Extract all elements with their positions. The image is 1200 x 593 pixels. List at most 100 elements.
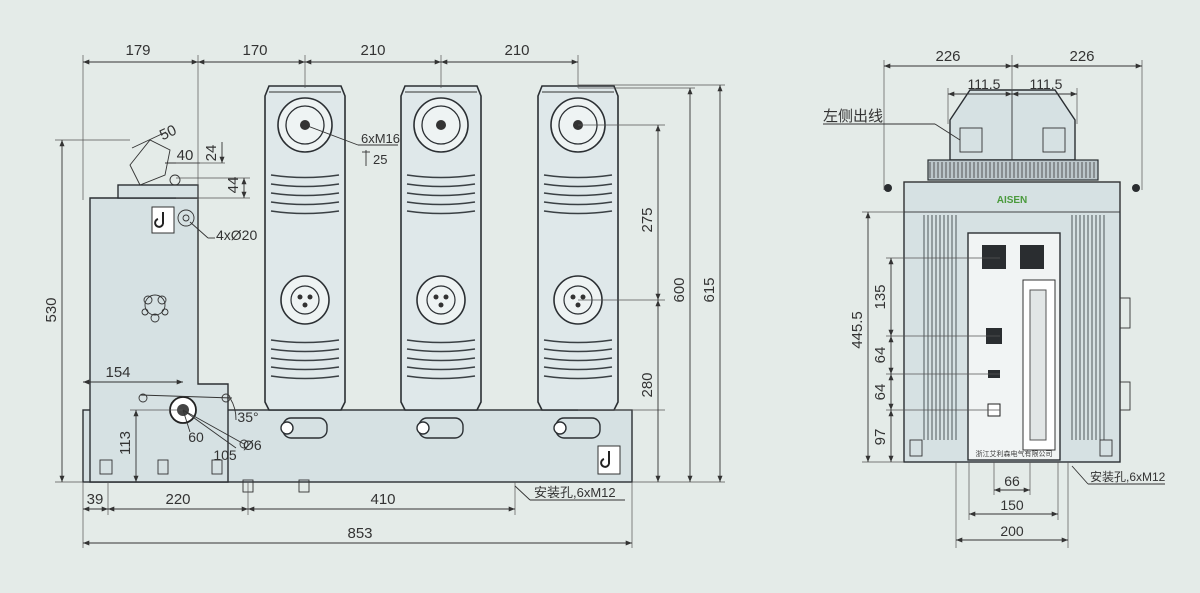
dim-530: 530 bbox=[43, 297, 60, 322]
mechanism-housing bbox=[89, 197, 229, 483]
base-bolt bbox=[416, 421, 430, 435]
dim-410: 410 bbox=[370, 491, 395, 508]
dim-179: 179 bbox=[125, 42, 150, 59]
dim-111-5-left: 111.5 bbox=[968, 76, 1001, 92]
dim-615: 615 bbox=[701, 277, 718, 302]
shed bbox=[270, 375, 340, 380]
dim-44: 44 bbox=[225, 177, 242, 194]
shed bbox=[543, 366, 613, 371]
shed bbox=[406, 183, 476, 188]
brand-logo: AISEN bbox=[997, 195, 1028, 206]
shed bbox=[406, 357, 476, 362]
shed bbox=[406, 192, 476, 197]
dim-66: 66 bbox=[1004, 473, 1020, 489]
pole-body bbox=[264, 85, 346, 411]
shed bbox=[543, 201, 613, 206]
pole-3 bbox=[537, 85, 619, 439]
shed bbox=[270, 366, 340, 371]
shed bbox=[543, 183, 613, 188]
dim-60: 60 bbox=[188, 429, 204, 445]
dim-280: 280 bbox=[639, 372, 656, 397]
mount-hole-label: 安装孔,6xM12 bbox=[534, 485, 616, 500]
dim-135: 135 bbox=[872, 284, 889, 309]
shed bbox=[270, 201, 340, 206]
shed bbox=[543, 174, 613, 179]
dim-39: 39 bbox=[87, 491, 104, 508]
shed bbox=[270, 357, 340, 362]
pole-1 bbox=[264, 85, 346, 439]
dim-275: 275 bbox=[639, 207, 656, 232]
shed bbox=[406, 201, 476, 206]
side-view: 179 170 210 210 50 40 24 44 4xØ20 6xM16 bbox=[43, 42, 725, 548]
top-terminal bbox=[949, 89, 1076, 161]
shed bbox=[406, 366, 476, 371]
dim-154: 154 bbox=[105, 364, 130, 381]
dim-25: 25 bbox=[373, 152, 387, 167]
dim-445-5: 445.5 bbox=[849, 311, 866, 349]
counter-window bbox=[982, 245, 1006, 269]
pole-body bbox=[400, 85, 482, 411]
side-dimensions: 179 170 210 210 50 40 24 44 4xØ20 6xM16 bbox=[43, 42, 725, 548]
dim-64-lower: 64 bbox=[872, 384, 889, 401]
company-name: 浙江艾利森电气有限公司 bbox=[976, 449, 1053, 458]
shed bbox=[543, 375, 613, 380]
shed bbox=[543, 192, 613, 197]
dim-64-upper: 64 bbox=[872, 347, 889, 364]
shed bbox=[270, 192, 340, 197]
front-view: AISEN 浙江艾利森电气有限公司 226 226 111.5 111.5 左侧… bbox=[823, 48, 1166, 548]
pole-2 bbox=[400, 85, 482, 439]
shed bbox=[270, 339, 340, 344]
dim-150: 150 bbox=[1000, 497, 1024, 513]
shed bbox=[543, 348, 613, 353]
dim-226-right: 226 bbox=[1069, 48, 1094, 65]
shed bbox=[270, 174, 340, 179]
dim-600: 600 bbox=[671, 277, 688, 302]
shed bbox=[543, 339, 613, 344]
dim-853: 853 bbox=[347, 525, 372, 542]
dim-220: 220 bbox=[165, 491, 190, 508]
dim-4xd20: 4xØ20 bbox=[216, 227, 257, 243]
shed bbox=[406, 339, 476, 344]
dim-113: 113 bbox=[117, 431, 134, 455]
front-dimensions: 226 226 111.5 111.5 左侧出线 445.5 135 64 64… bbox=[823, 48, 1166, 548]
dim-50: 50 bbox=[157, 122, 179, 144]
dim-d6: Ø6 bbox=[243, 437, 262, 453]
side-fin-group bbox=[923, 215, 1105, 440]
dim-105: 105 bbox=[213, 447, 237, 463]
dim-6xm16: 6xM16 bbox=[361, 131, 400, 146]
fin-group bbox=[929, 162, 1095, 178]
lifting-hook-icon bbox=[597, 445, 621, 475]
dim-210: 210 bbox=[360, 42, 385, 59]
left-outlet-label: 左侧出线 bbox=[823, 108, 883, 125]
shed bbox=[406, 348, 476, 353]
operating-shaft bbox=[138, 393, 245, 445]
dim-210: 210 bbox=[504, 42, 529, 59]
dim-200: 200 bbox=[1000, 523, 1024, 539]
base-bolt bbox=[280, 421, 294, 435]
base-bolt bbox=[553, 421, 567, 435]
shed bbox=[270, 210, 340, 215]
dim-97: 97 bbox=[872, 429, 889, 446]
dim-226-left: 226 bbox=[935, 48, 960, 65]
pole-group bbox=[264, 85, 619, 439]
dim-24: 24 bbox=[203, 145, 220, 162]
status-window bbox=[1020, 245, 1044, 269]
shed bbox=[270, 348, 340, 353]
pole-body bbox=[537, 85, 619, 411]
dim-111-5-right: 111.5 bbox=[1030, 76, 1063, 92]
mount-hole-label-front: 安装孔,6xM12 bbox=[1090, 469, 1166, 484]
shed bbox=[543, 357, 613, 362]
shed bbox=[543, 210, 613, 215]
dim-170: 170 bbox=[242, 42, 267, 59]
linkage bbox=[141, 294, 169, 323]
dim-40: 40 bbox=[177, 147, 194, 164]
shed bbox=[406, 174, 476, 179]
lifting-hook-icon bbox=[151, 206, 175, 234]
shed bbox=[270, 183, 340, 188]
shed bbox=[406, 375, 476, 380]
shed bbox=[406, 210, 476, 215]
lower-terminal bbox=[280, 275, 330, 325]
lower-terminal bbox=[416, 275, 466, 325]
dim-35-degree: 35° bbox=[237, 409, 258, 425]
